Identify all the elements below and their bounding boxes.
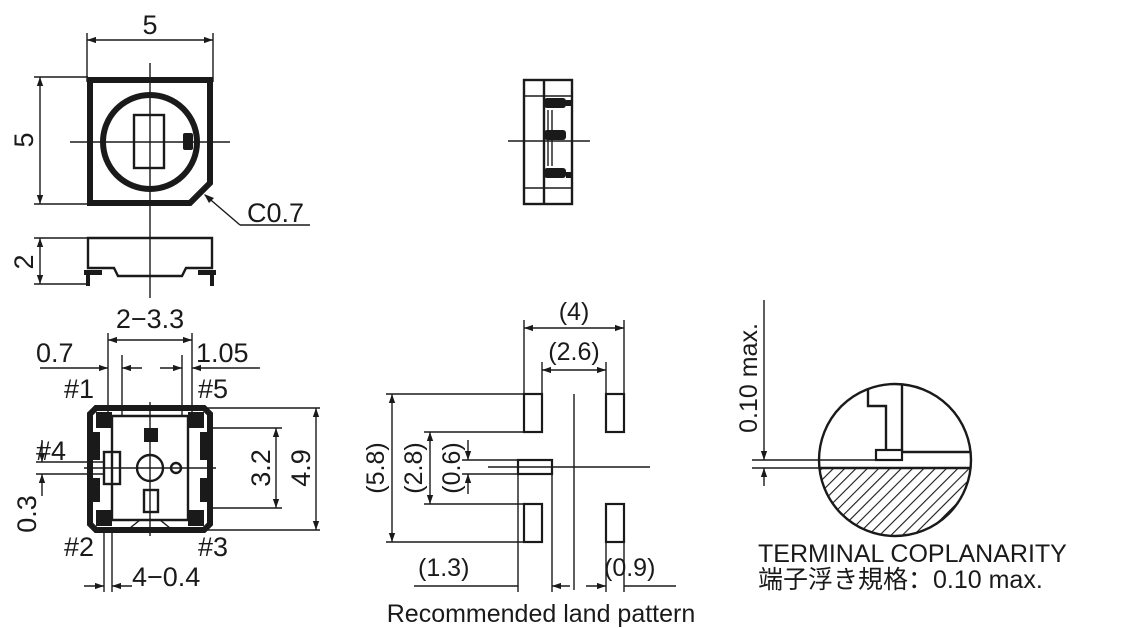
pin5-label: #5 [198, 374, 228, 404]
land-height-mid: (2.8) [400, 442, 428, 493]
coplanarity-detail: 0.10 max. TERMINAL COPLANARITY 端子浮き規格：0.… [735, 300, 1067, 594]
land-height-small: (0.6) [438, 442, 466, 493]
bottom-width-dim: 4−0.4 [132, 562, 200, 592]
land-pad-top-left [522, 392, 544, 434]
land-left-width: (1.3) [418, 554, 469, 582]
bottom-view: 2−3.3 0.7 1.05 #1 #5 #4 #2 #3 [12, 304, 320, 592]
land-pattern-caption: Recommended land pattern [387, 600, 696, 628]
land-width-inner: (2.6) [548, 338, 599, 366]
right-offset-dim: 1.05 [196, 338, 249, 368]
land-pattern: (4) (2.6) (5.8) (2.8) (0.6) (1.3) [362, 298, 695, 628]
outer-height-dim: 4.9 [286, 449, 316, 487]
land-width-outer: (4) [559, 298, 590, 326]
land-height-outer: (5.8) [362, 442, 390, 493]
side-body-outline [86, 236, 214, 278]
pin4-width-dim: 0.3 [12, 495, 42, 533]
coplanarity-caption-en: TERMINAL COPLANARITY [758, 540, 1067, 568]
land-pad-top-right [604, 392, 626, 434]
chamfer-label: C0.7 [247, 198, 304, 228]
land-pad-bottom-left [522, 502, 544, 544]
pitch-dim: 2−3.3 [116, 304, 184, 334]
inner-height-dim: 3.2 [246, 449, 276, 487]
side-view: 2 [9, 222, 216, 298]
coplanarity-caption-jp: 端子浮き規格：0.10 max. [758, 566, 1043, 594]
top-view: 5 5 C0.7 [9, 10, 310, 228]
side-height-dim: 2 [9, 254, 39, 269]
pin1-label: #1 [64, 374, 94, 404]
coplanarity-max-dim: 0.10 max. [735, 323, 763, 433]
left-offset-dim: 0.7 [36, 338, 74, 368]
end-view [508, 78, 590, 206]
top-height-dim: 5 [9, 132, 39, 147]
pin3-label: #3 [198, 532, 228, 562]
pin2-label: #2 [64, 532, 94, 562]
top-width-dim: 5 [142, 10, 157, 40]
land-pad-bottom-right [604, 502, 626, 544]
end-body-outline [522, 78, 574, 206]
top-body-outline [87, 77, 213, 206]
land-right-width: (0.9) [604, 554, 655, 582]
